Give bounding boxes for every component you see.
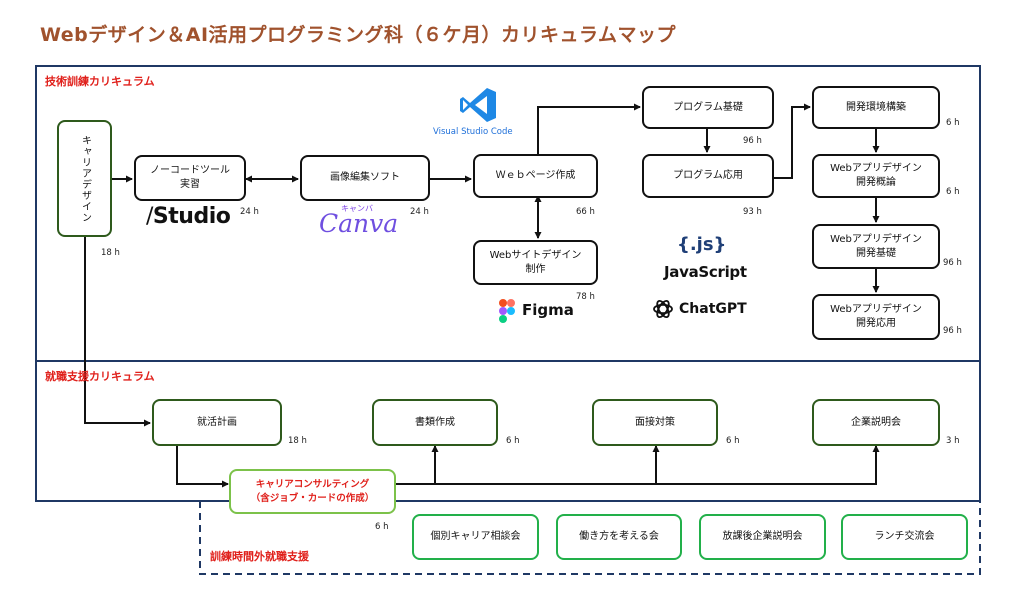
node-label: ノーコードツール bbox=[150, 165, 230, 176]
chatgpt-label: ChatGPT bbox=[679, 301, 747, 317]
node-label: 書類作成 bbox=[415, 416, 455, 428]
vscode-label: Visual Studio Code bbox=[433, 127, 513, 137]
hours-documents: 6 h bbox=[506, 436, 520, 446]
js-symbol: {.js} bbox=[677, 234, 727, 255]
outside-frame bbox=[199, 501, 981, 575]
hours-program-applied: 93 h bbox=[743, 207, 762, 217]
hours-dev-env: 6 h bbox=[946, 118, 960, 128]
extra-box-workstyle: 働き方を考える会 bbox=[556, 514, 682, 560]
node-job-plan: 就活計画 bbox=[152, 399, 282, 446]
hours-website-design: 78 h bbox=[576, 292, 595, 302]
node-webapp-basic: Webアプリデザイン 開発基礎 bbox=[812, 224, 940, 269]
section-label-technical: 技術訓練カリキュラム bbox=[45, 75, 155, 88]
figma-label: Figma bbox=[522, 301, 574, 319]
node-career-consulting: キャリアコンサルティング （含ジョブ・カードの作成） bbox=[229, 469, 396, 514]
node-label: 開発基礎 bbox=[856, 247, 896, 259]
extra-box-after-school-company: 放課後企業説明会 bbox=[699, 514, 826, 560]
node-interview: 面接対策 bbox=[592, 399, 718, 446]
hours-program-basic: 96 h bbox=[743, 136, 762, 146]
extra-box-lunch: ランチ交流会 bbox=[841, 514, 968, 560]
vscode-logo bbox=[458, 86, 498, 128]
node-webapp-overview: Webアプリデザイン 開発概論 bbox=[812, 154, 940, 198]
hours-job-plan: 18 h bbox=[288, 436, 307, 446]
node-label: 開発応用 bbox=[856, 318, 896, 329]
node-label: 面接対策 bbox=[635, 416, 675, 428]
hours-company-info: 3 h bbox=[946, 436, 960, 446]
node-label: Webアプリデザイン bbox=[830, 233, 922, 245]
hours-image-edit: 24 h bbox=[410, 207, 429, 217]
node-webpage: Ｗｅｂページ作成 bbox=[473, 154, 598, 198]
openai-icon bbox=[653, 300, 673, 318]
node-label: Webサイトデザイン bbox=[489, 249, 582, 261]
node-label: Ｗｅｂページ作成 bbox=[495, 170, 576, 181]
node-program-applied: プログラム応用 bbox=[642, 154, 774, 198]
extra-label: 働き方を考える会 bbox=[579, 531, 659, 542]
node-dev-env: 開発環境構築 bbox=[812, 86, 940, 129]
node-label: 企業説明会 bbox=[851, 416, 901, 428]
figma-icon bbox=[499, 299, 515, 323]
node-company-info: 企業説明会 bbox=[812, 399, 940, 446]
node-label: （含ジョブ・カードの作成） bbox=[250, 492, 375, 504]
hours-webapp-applied: 96 h bbox=[943, 326, 962, 336]
extra-label: ランチ交流会 bbox=[874, 531, 935, 542]
node-label: プログラム基礎 bbox=[673, 101, 743, 113]
javascript-label: JavaScript bbox=[664, 263, 747, 281]
page-title: Webデザイン＆AI活用プログラミング科（６ケ月）カリキュラムマップ bbox=[40, 24, 676, 46]
node-label: 就活計画 bbox=[197, 416, 237, 428]
node-documents: 書類作成 bbox=[372, 399, 498, 446]
extra-label: 放課後企業説明会 bbox=[722, 531, 803, 542]
section-label-job: 就職支援カリキュラム bbox=[45, 370, 155, 383]
section-label-outside: 訓練時間外就職支援 bbox=[210, 550, 309, 563]
node-label: キャリアコンサルティング bbox=[255, 478, 370, 490]
canva-kana: キャンバ bbox=[341, 204, 373, 213]
node-label: キャリアデザイン bbox=[79, 134, 91, 223]
node-label: 実習 bbox=[180, 179, 200, 190]
node-program-basic: プログラム基礎 bbox=[642, 86, 774, 129]
studio-logo: /Studio bbox=[146, 204, 231, 229]
hours-interview: 6 h bbox=[726, 436, 740, 446]
node-nocode-tool: ノーコードツール 実習 bbox=[134, 155, 246, 201]
hours-webapp-overview: 6 h bbox=[946, 187, 960, 197]
node-label: 画像編集ソフト bbox=[330, 172, 400, 183]
node-label: 開発環境構築 bbox=[846, 101, 906, 113]
curriculum-frame bbox=[35, 65, 981, 502]
figma-logo bbox=[498, 298, 516, 328]
node-webapp-applied: Webアプリデザイン 開発応用 bbox=[812, 294, 940, 340]
extra-box-individual-consult: 個別キャリア相談会 bbox=[412, 514, 539, 560]
extra-label: 個別キャリア相談会 bbox=[430, 531, 521, 542]
node-image-edit: 画像編集ソフト bbox=[300, 155, 430, 201]
hours-webpage: 66 h bbox=[576, 207, 595, 217]
node-label: 開発概論 bbox=[856, 177, 896, 188]
node-label: Webアプリデザイン bbox=[830, 163, 922, 174]
node-label: Webアプリデザイン bbox=[830, 304, 922, 315]
node-career-design: キャリアデザイン bbox=[57, 120, 112, 237]
hours-webapp-basic: 96 h bbox=[943, 258, 962, 268]
vscode-icon bbox=[460, 88, 496, 122]
node-label: プログラム応用 bbox=[673, 170, 743, 181]
node-label: 制作 bbox=[525, 263, 546, 275]
hours-nocode-tool: 24 h bbox=[240, 207, 259, 217]
slash-icon: / bbox=[146, 204, 153, 229]
canva-logo: Canva bbox=[319, 209, 399, 238]
node-website-design: Webサイトデザイン 制作 bbox=[473, 240, 598, 285]
hours-career-design: 18 h bbox=[101, 248, 120, 258]
studio-label: Studio bbox=[152, 204, 231, 229]
chatgpt-logo bbox=[652, 298, 674, 324]
hours-career-consulting: 6 h bbox=[375, 522, 389, 532]
